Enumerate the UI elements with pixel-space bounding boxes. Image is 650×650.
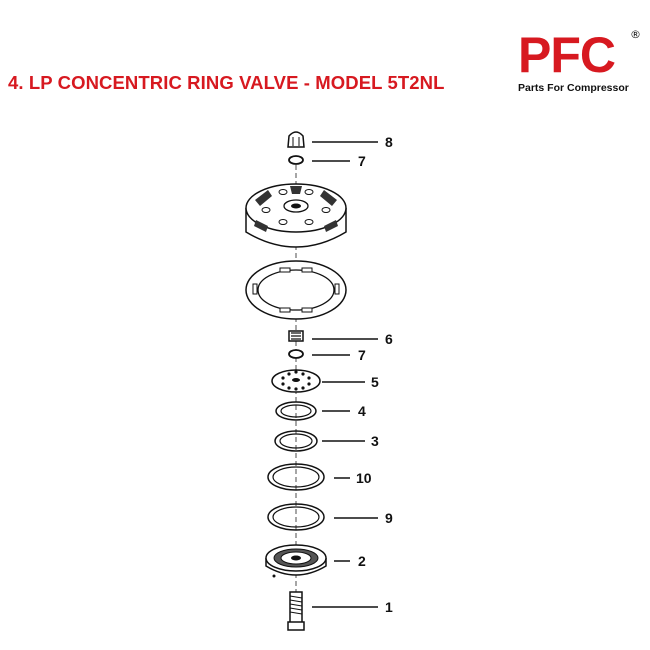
part-cap-nut (287, 131, 305, 148)
logo-mark: PFC (518, 27, 616, 83)
callout-5: 5 (371, 374, 379, 390)
part-ring-10 (267, 463, 325, 491)
callout-3: 3 (371, 433, 379, 449)
brand-logo: PFC ® Parts For Compressor (518, 27, 642, 98)
callout-4: 4 (358, 403, 366, 419)
part-ring-9 (267, 503, 325, 531)
page-title: 4. LP CONCENTRIC RING VALVE - MODEL 5T2N… (8, 72, 445, 93)
callout-2: 2 (358, 553, 366, 569)
part-spring-plate (271, 369, 321, 393)
callout-1: 1 (385, 599, 393, 615)
part-lock-nut (288, 330, 304, 342)
callout-6: 6 (385, 331, 393, 347)
registered-mark: ® (630, 28, 641, 41)
callout-9: 9 (385, 510, 393, 526)
part-gasket (245, 260, 347, 320)
part-valve-seat (265, 544, 327, 578)
part-ring-4 (275, 401, 317, 421)
part-ring-3 (274, 430, 318, 452)
callout-7-top: 7 (358, 153, 366, 169)
part-washer-mid (288, 349, 304, 359)
part-valve-cage (245, 183, 347, 248)
callout-8: 8 (385, 134, 393, 150)
callout-7-mid: 7 (358, 347, 366, 363)
part-bolt (287, 591, 305, 631)
leader-lines (312, 141, 378, 608)
logo-tagline: Parts For Compressor (518, 82, 629, 94)
callout-10: 10 (356, 470, 372, 486)
part-washer-top (288, 155, 304, 165)
